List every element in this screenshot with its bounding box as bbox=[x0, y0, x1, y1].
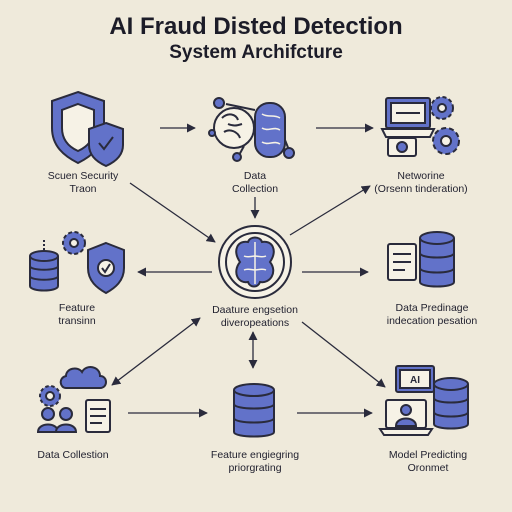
node-data-predinage-label: Data Predinage indecation pesation bbox=[362, 302, 502, 328]
diagram-subtitle: System Archifcture bbox=[169, 42, 343, 63]
ai-monitor-database-icon: AI bbox=[378, 365, 469, 436]
node-data-collection-top-line2: Collection bbox=[231, 183, 279, 195]
document-database-icon bbox=[387, 231, 455, 288]
node-scan-security-line2: Traon bbox=[69, 183, 97, 195]
node-model-predicting-line1: Model Predicting bbox=[388, 449, 468, 461]
node-networine-line2: (Orsenn tinderation) bbox=[374, 183, 468, 195]
brain-network-icon bbox=[208, 97, 295, 162]
arrow-center-to-networine bbox=[289, 185, 371, 236]
node-feature-transinn-line2: transinn bbox=[58, 315, 96, 327]
node-feature-engineering-line2: priorgrating bbox=[228, 462, 282, 474]
node-feature-transinn-line1: Feature bbox=[58, 302, 96, 314]
brain-icon bbox=[218, 225, 292, 299]
database-gear-shield-icon bbox=[29, 231, 125, 295]
arrow-security-to-center bbox=[129, 182, 216, 243]
node-feature-engineering-label: Feature engiegring priorgrating bbox=[190, 449, 320, 475]
node-scan-security-line1: Scuen Security bbox=[47, 170, 119, 182]
node-data-collection-bottom-label: Data Collestion bbox=[18, 449, 128, 462]
node-model-predicting-label: Model Predicting Oronmet bbox=[368, 449, 488, 475]
node-data-collection-bottom-line1: Data Collestion bbox=[37, 449, 109, 461]
node-networine-line1: Networine bbox=[397, 170, 445, 182]
node-feature-transinn-label: Feature transinn bbox=[22, 302, 132, 328]
arrow-center-to-bottom-left bbox=[111, 317, 201, 386]
monitor-ai-text: AI bbox=[410, 375, 420, 386]
shield-icon bbox=[51, 90, 124, 168]
node-data-predinage-line2: indecation pesation bbox=[386, 315, 478, 327]
diagram-title: AI Fraud Disted Detection bbox=[109, 13, 403, 40]
node-center-line1: Daature engsetion bbox=[212, 304, 298, 316]
laptop-gears-icon bbox=[380, 96, 460, 157]
cloud-people-icon bbox=[36, 366, 111, 433]
node-data-predinage-line1: Data Predinage bbox=[395, 302, 469, 314]
node-feature-engineering-line1: Feature engiegring bbox=[210, 449, 300, 461]
node-scan-security-label: Scuen Security Traon bbox=[28, 170, 138, 196]
arrow-center-to-bottom-right bbox=[301, 321, 386, 388]
connector-arrows bbox=[111, 123, 386, 418]
node-data-collection-top-label: Data Collection bbox=[195, 170, 315, 196]
database-icon bbox=[233, 383, 275, 438]
node-data-collection-top-line1: Data bbox=[243, 170, 267, 182]
node-networine-label: Networine (Orsenn tinderation) bbox=[356, 170, 486, 196]
node-center-label: Daature engsetion diveropeations bbox=[180, 304, 330, 330]
node-model-predicting-line2: Oronmet bbox=[407, 462, 449, 474]
node-center-line2: diveropeations bbox=[220, 317, 290, 329]
